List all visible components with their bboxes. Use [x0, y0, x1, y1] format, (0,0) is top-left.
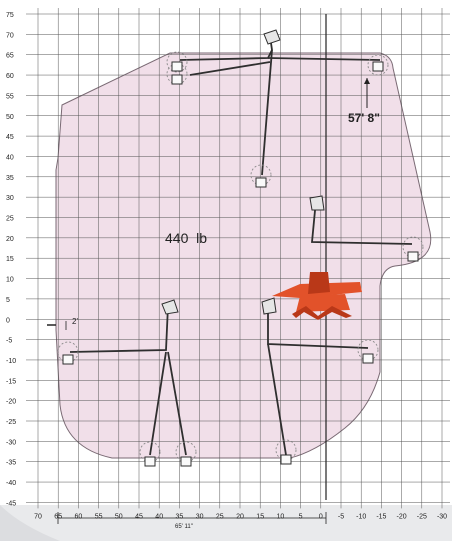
y-axis-tick-label: 40	[6, 154, 14, 161]
base-width-label: 65' 11"	[175, 524, 193, 530]
y-axis-tick-label: 5	[6, 297, 10, 304]
x-axis-tick-label: -20	[397, 513, 407, 520]
y-axis-tick-label: 30	[6, 195, 14, 202]
boom-left-down-1	[149, 351, 167, 456]
y-axis-tick-label: 60	[6, 73, 14, 80]
x-axis-tick-label: 40	[155, 513, 163, 520]
y-axis-labels: 757065605550454035302520151050-5-10-15-2…	[6, 12, 16, 507]
boom-top-vertical	[261, 49, 273, 176]
x-axis-tick-label: -30	[437, 513, 447, 520]
y-axis-tick-label: 25	[6, 216, 14, 223]
x-axis-tick-label: 45	[135, 513, 143, 520]
y-axis-tick-label: -45	[6, 500, 16, 507]
machine-cab	[308, 272, 330, 294]
y-axis-tick-label: -20	[6, 399, 16, 406]
load-capacity-label: 440 lb	[165, 230, 207, 246]
x-axis-tick-label: 60	[75, 513, 83, 520]
x-axis-tick-label: -10	[356, 513, 366, 520]
machine-illustration	[264, 272, 362, 320]
x-axis-tick-label: 5	[299, 513, 303, 520]
y-axis-tick-label: -5	[6, 338, 12, 345]
y-axis-tick-label: 50	[6, 114, 14, 121]
boom-top-horizontal-2	[267, 57, 381, 61]
x-axis-tick-label: 25	[216, 513, 224, 520]
y-axis-tick-label: 65	[6, 53, 14, 60]
boom-upper-right	[311, 199, 413, 245]
grid	[26, 8, 450, 509]
y-axis-tick-label: 15	[6, 256, 14, 263]
offset-label: 2'	[72, 317, 78, 326]
x-axis-tick-label: 55	[95, 513, 103, 520]
x-axis-tick-label: 70	[34, 513, 42, 520]
y-axis-tick-label: -30	[6, 439, 16, 446]
x-axis-tick-label: 30	[196, 513, 204, 520]
machine-body	[296, 294, 350, 312]
x-axis-labels: 7065605550454035302520151050-5-10-15-20-…	[34, 513, 447, 520]
y-axis-tick-label: -10	[6, 358, 16, 365]
y-axis-tick-label: -25	[6, 419, 16, 426]
boom-top-lower	[189, 61, 271, 76]
x-axis-tick-label: 50	[115, 513, 123, 520]
y-axis-tick-label: 75	[6, 12, 14, 19]
boom-right-down	[267, 343, 287, 456]
boom-left-down-2	[167, 351, 187, 456]
x-axis-tick-label: 20	[236, 513, 244, 520]
y-axis-tick-label: -35	[6, 460, 16, 467]
y-axis-tick-label: 45	[6, 134, 14, 141]
boom-positions	[69, 35, 413, 456]
background-band-curve	[0, 505, 60, 541]
working-envelope	[55, 52, 432, 459]
max-outreach-arrow	[364, 78, 370, 84]
boom-left-horizontal	[69, 305, 169, 353]
machine-outriggers	[292, 306, 352, 320]
y-axis-tick-label: 70	[6, 32, 14, 39]
x-axis-tick-label: -15	[376, 513, 386, 520]
jib-heads	[161, 29, 325, 315]
x-axis-tick-label: 35	[176, 513, 184, 520]
y-axis-tick-label: 20	[6, 236, 14, 243]
y-axis-tick-label: 10	[6, 277, 14, 284]
x-axis-tick-label: -5	[338, 513, 344, 520]
y-axis-tick-label: -15	[6, 378, 16, 385]
background-band	[0, 505, 452, 541]
x-axis-tick-label: 10	[277, 513, 285, 520]
x-axis-tick-label: 15	[256, 513, 264, 520]
baskets	[62, 61, 419, 467]
y-axis-tick-label: 55	[6, 93, 14, 100]
basket-reach-circles	[57, 51, 424, 463]
y-axis-tick-label: 0	[6, 317, 10, 324]
x-axis-tick-label: 0	[319, 513, 323, 520]
x-axis-tick-label: -25	[417, 513, 427, 520]
max-outreach-label: 57' 8"	[348, 111, 380, 125]
y-axis-tick-label: -40	[6, 480, 16, 487]
y-axis-tick-label: 35	[6, 175, 14, 182]
